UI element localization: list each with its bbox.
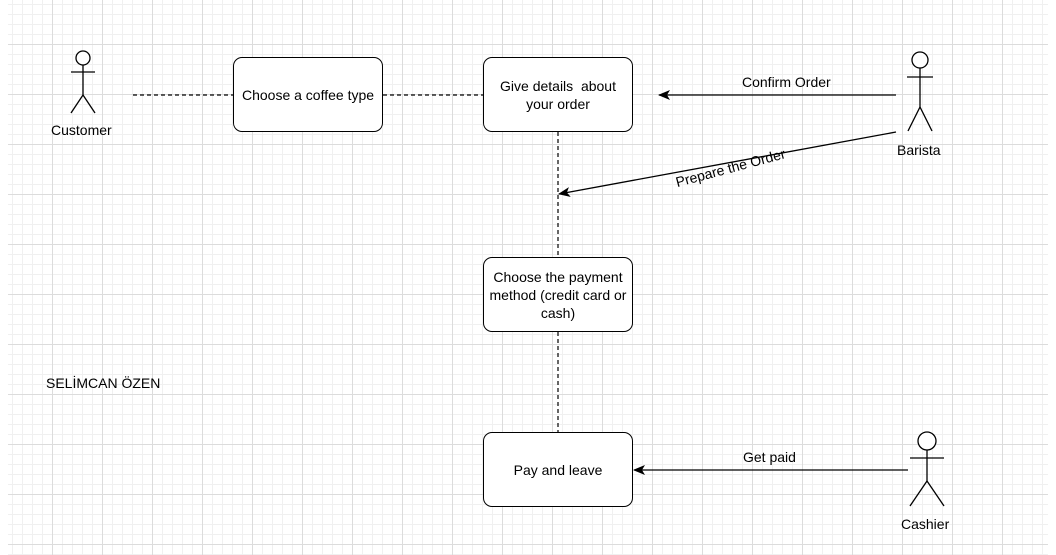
author-name-text: SELİMCAN ÖZEN <box>46 375 161 391</box>
get-paid-label: Get paid <box>743 449 796 465</box>
choose-payment-label: Choose the payment method (credit card o… <box>489 268 627 321</box>
cashier-actor-label: Cashier <box>901 516 950 532</box>
pay-leave-label: Pay and leave <box>513 461 603 478</box>
confirm-order-label: Confirm Order <box>742 74 831 90</box>
barista-actor-label: Barista <box>897 142 941 158</box>
prepare-order-arrow <box>558 131 897 197</box>
customer-actor-icon <box>70 50 96 114</box>
give-details-box[interactable]: Give details about your order <box>483 57 633 132</box>
choose-coffee-box[interactable]: Choose a coffee type <box>233 57 383 132</box>
give-details-label: Give details about your order <box>500 77 620 112</box>
barista-actor-icon <box>907 51 933 132</box>
cashier-actor-icon <box>909 431 945 507</box>
choose-coffee-label: Choose a coffee type <box>241 86 375 103</box>
customer-actor-label: Customer <box>51 122 112 138</box>
choose-payment-box[interactable]: Choose the payment method (credit card o… <box>483 257 633 332</box>
pay-leave-box[interactable]: Pay and leave <box>483 432 633 507</box>
